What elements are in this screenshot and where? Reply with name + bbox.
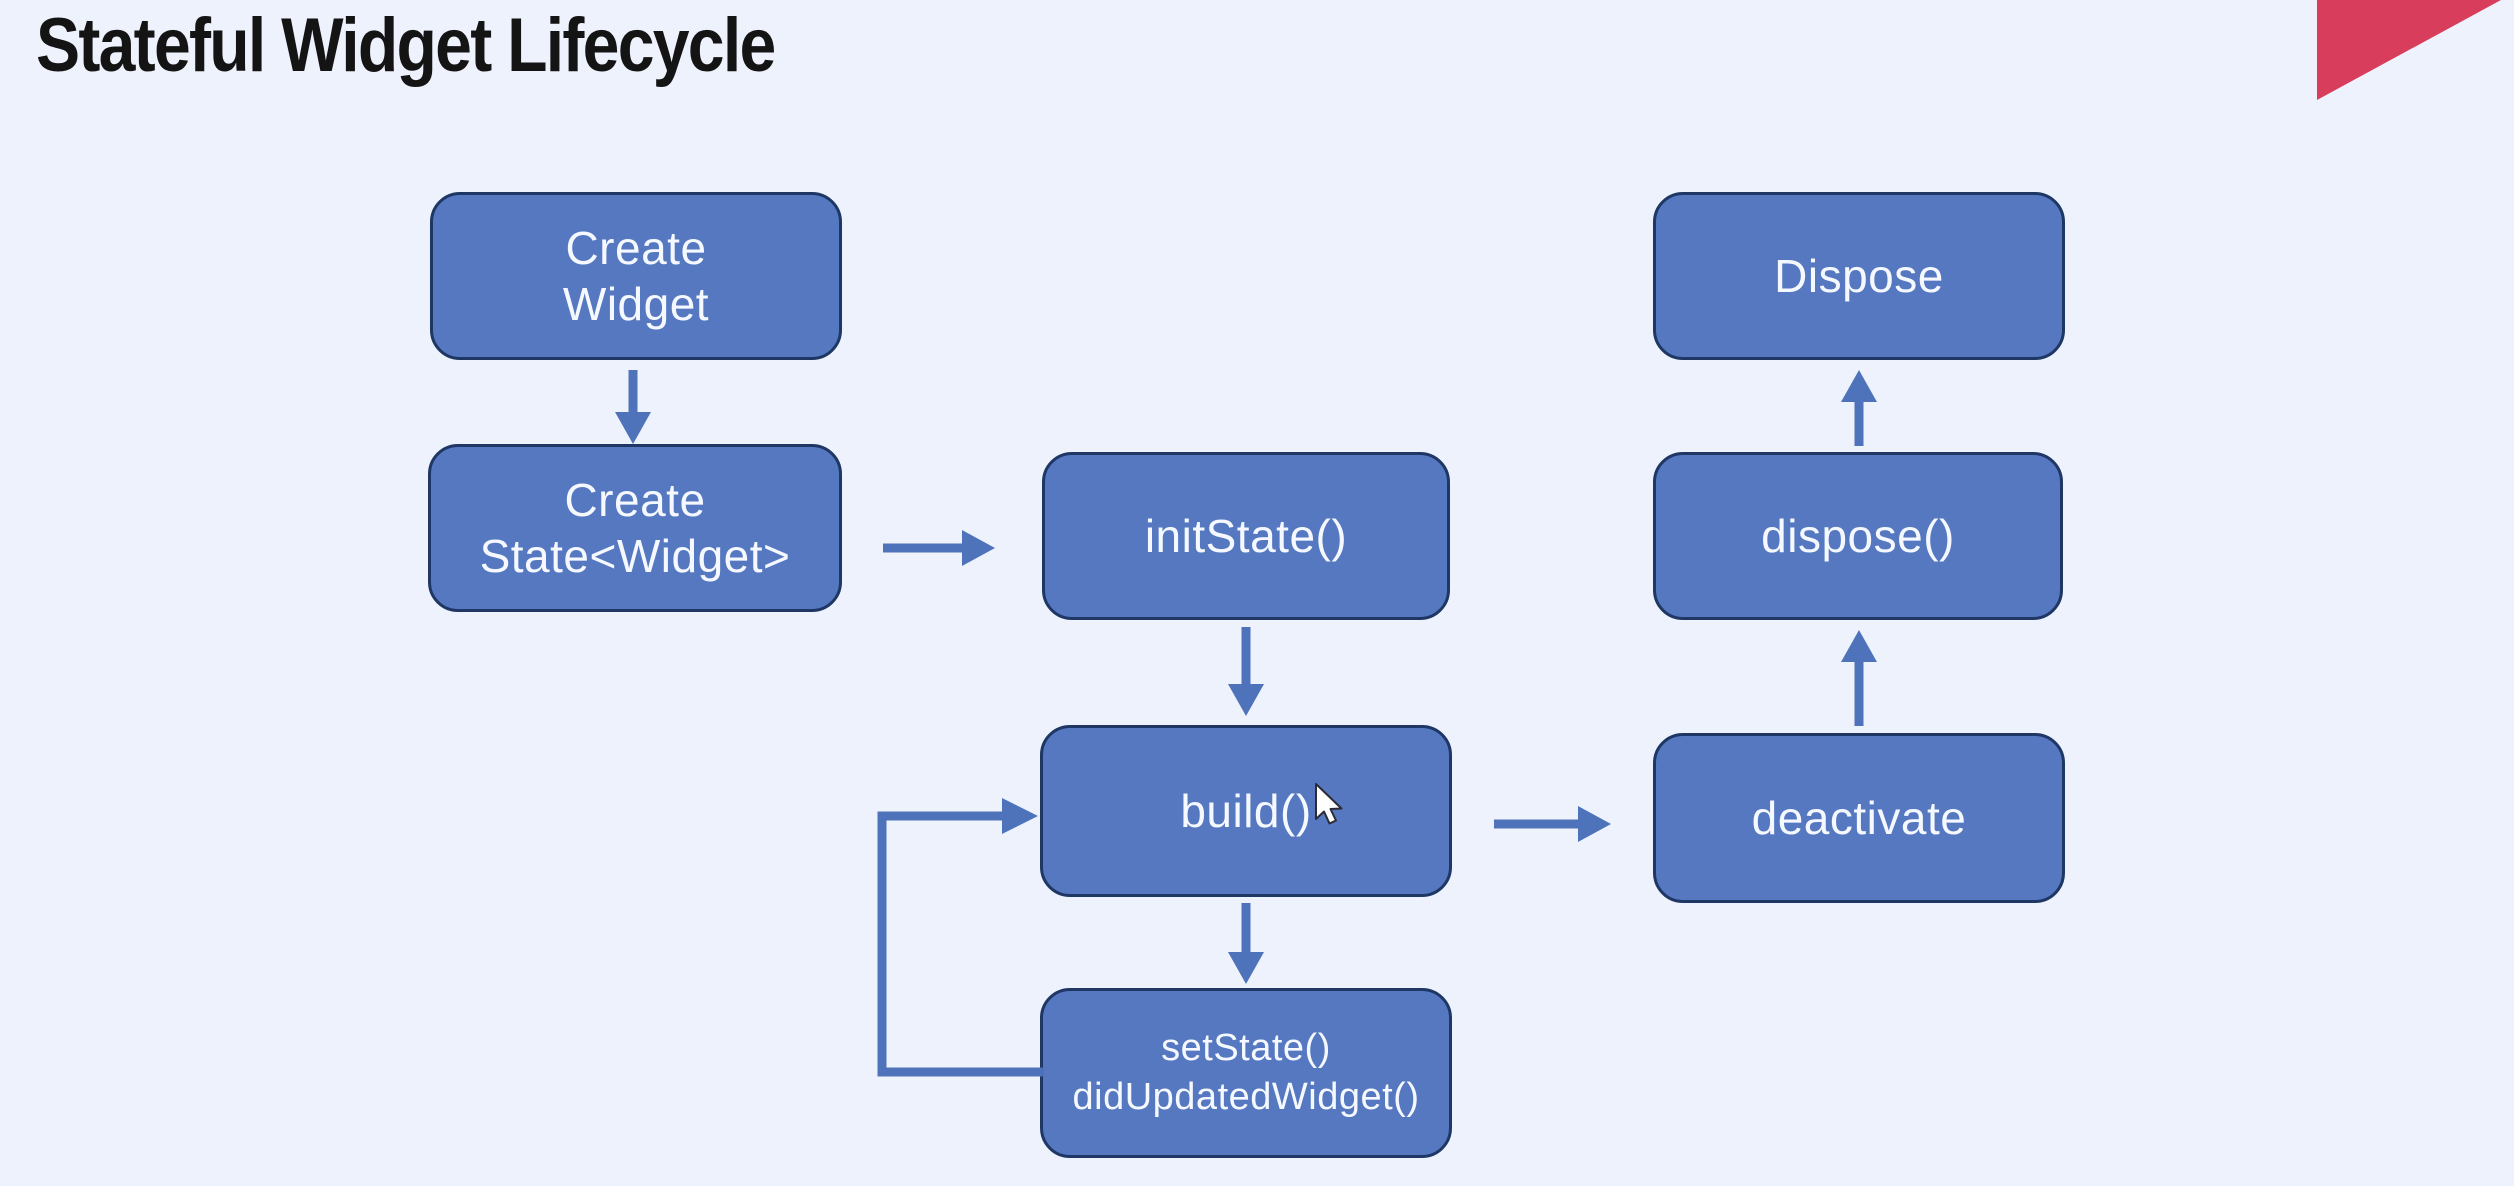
arrow-init-state-to-build (1228, 627, 1264, 716)
corner-accent-triangle (2317, 0, 2501, 100)
arrow-build-to-deactivate (1494, 806, 1611, 842)
node-dispose-fn: dispose() (1653, 452, 2063, 620)
node-create-widget: Create Widget (430, 192, 842, 360)
arrow-set-state-loop-to-build (877, 798, 1044, 1077)
node-dispose: Dispose (1653, 192, 2065, 360)
node-init-state: initState() (1042, 452, 1450, 620)
arrow-build-to-set-state (1228, 903, 1264, 984)
arrow-dispose-fn-to-dispose (1841, 370, 1877, 446)
arrow-create-widget-to-create-state (615, 370, 651, 444)
node-deactivate: deactivate (1653, 733, 2065, 903)
arrow-deactivate-to-dispose-fn (1841, 630, 1877, 726)
node-create-state: Create State<Widget> (428, 444, 842, 612)
node-set-state: setState() didUpdatedWidget() (1040, 988, 1452, 1158)
page-title: Stateful Widget Lifecycle (36, 3, 776, 88)
arrow-create-state-to-init-state (883, 530, 995, 566)
node-build: build() (1040, 725, 1452, 897)
